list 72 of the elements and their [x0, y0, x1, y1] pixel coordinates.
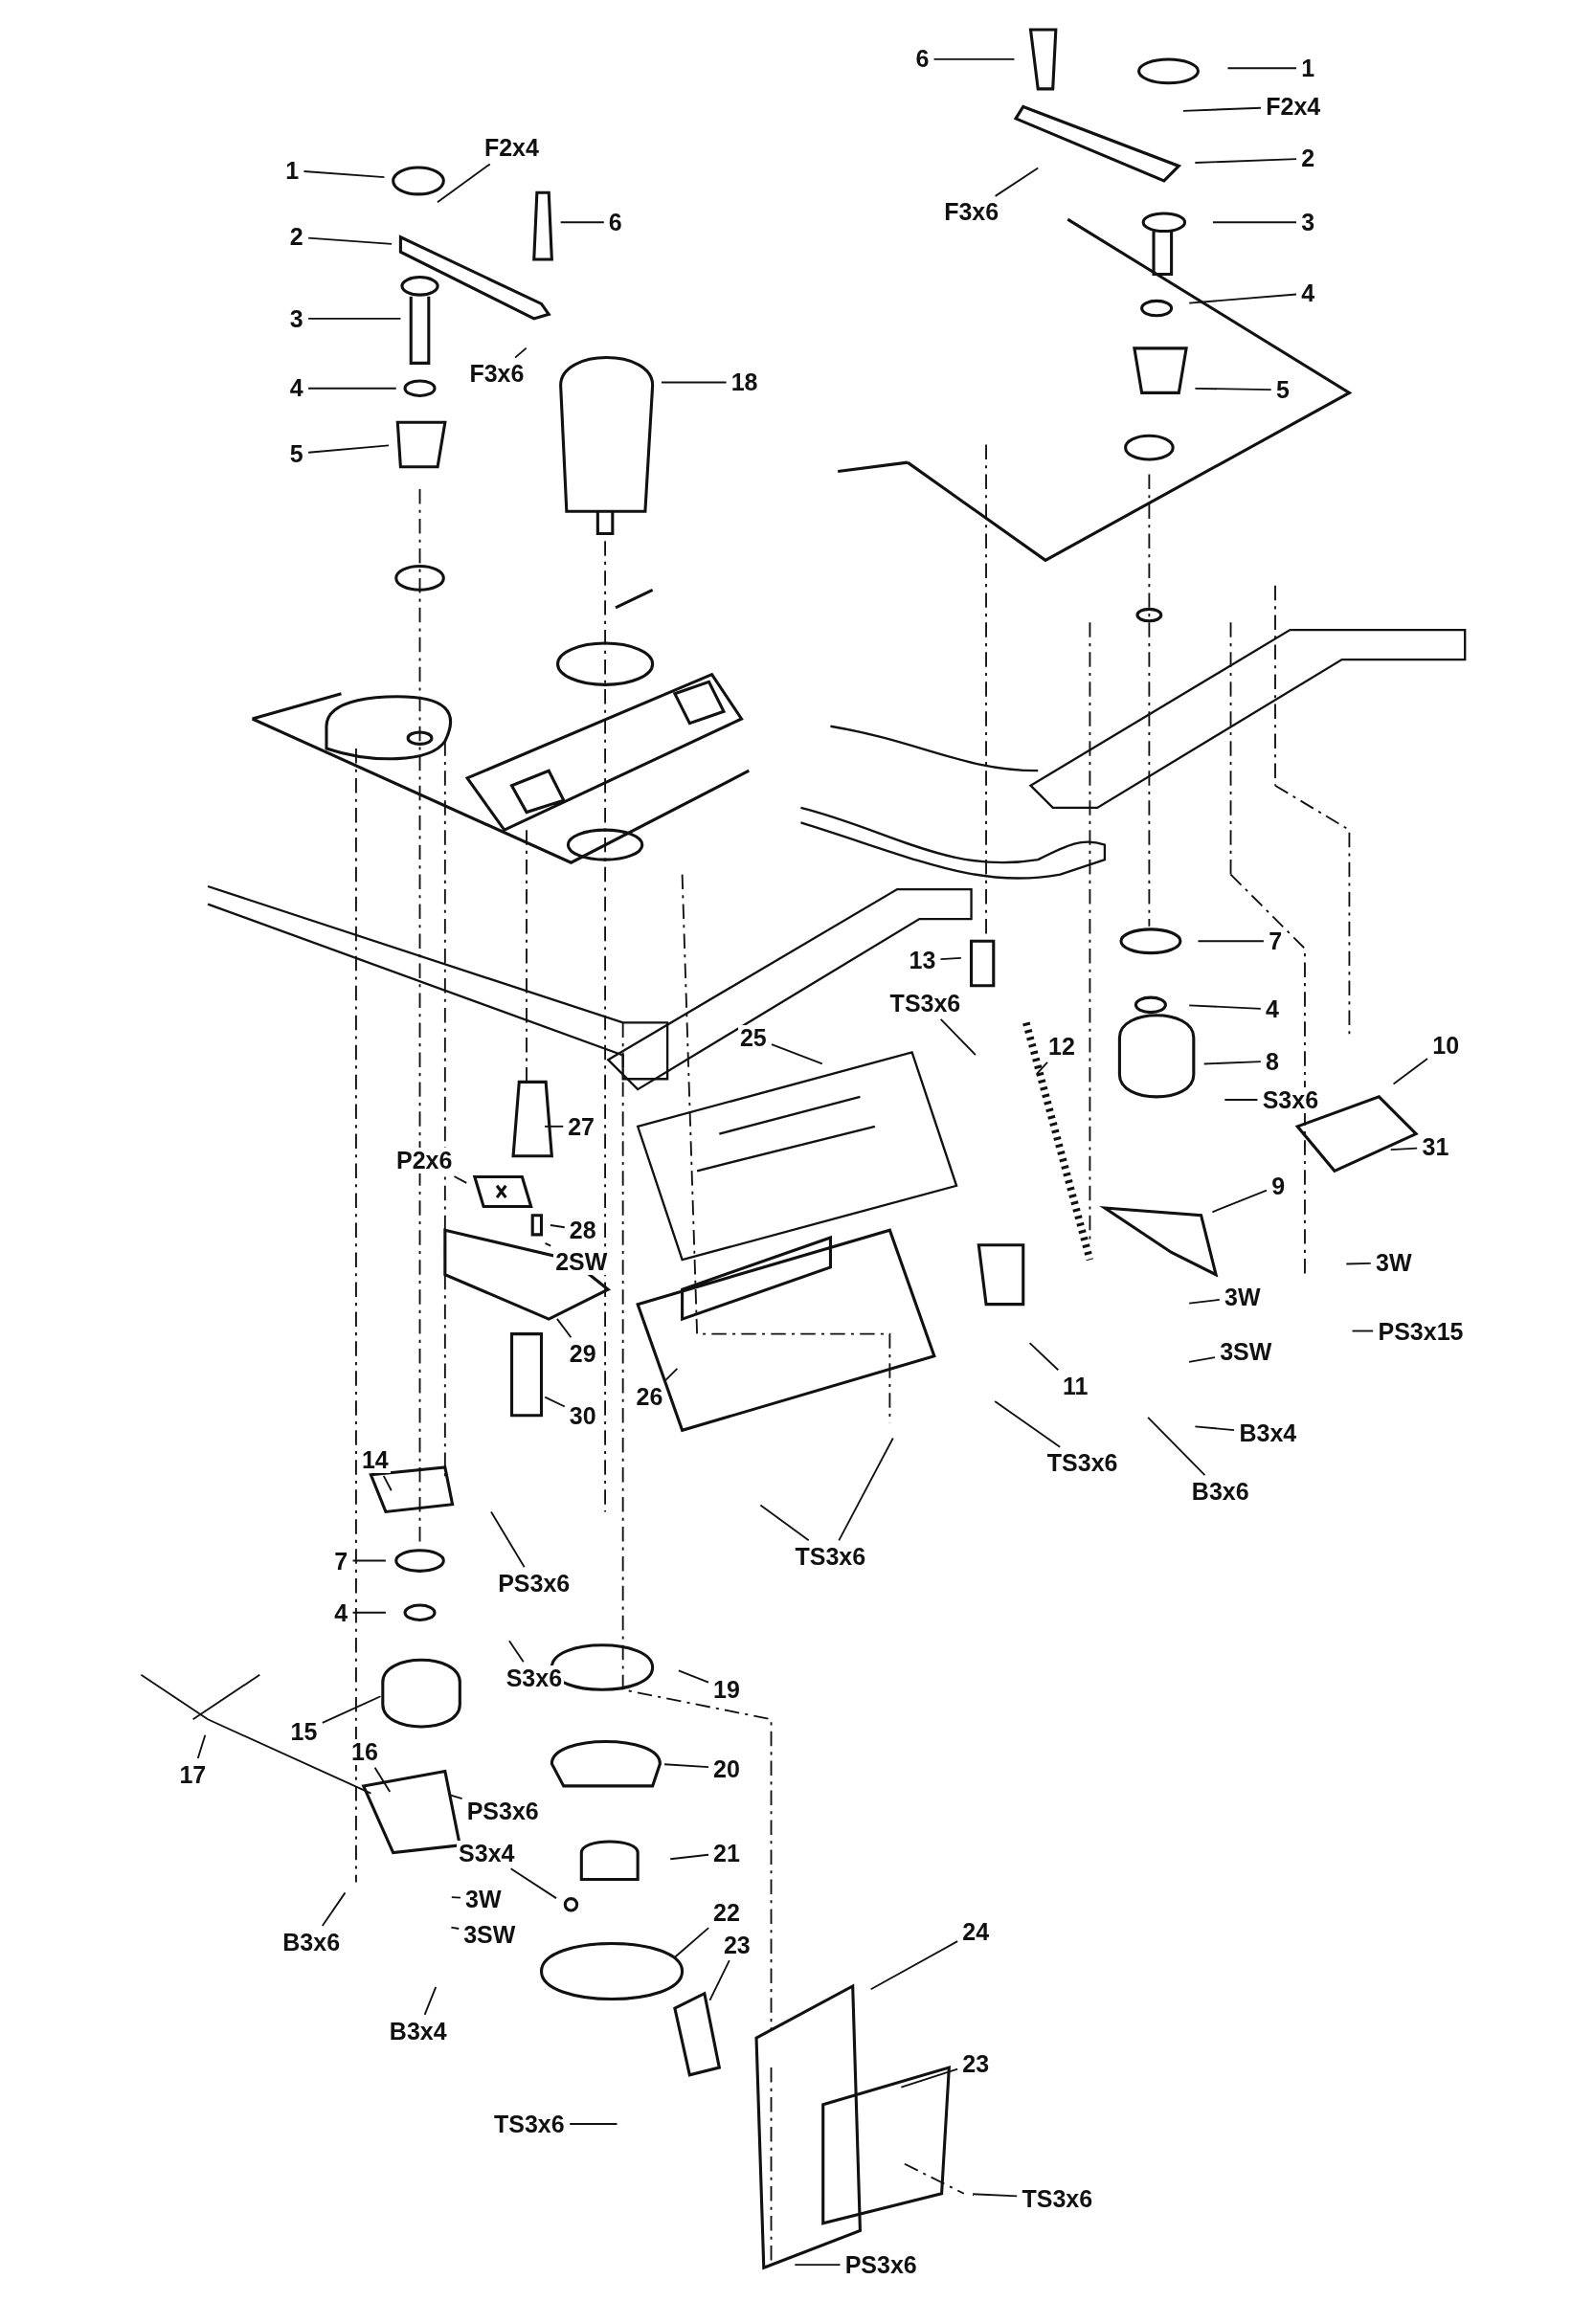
- leader-line: [838, 1437, 894, 1542]
- leader-line: [669, 1853, 709, 1861]
- leader-line: [450, 1926, 460, 1930]
- leader-line: [450, 1896, 461, 1899]
- leader-line: [677, 1669, 709, 1684]
- leader-line: [1188, 293, 1297, 304]
- leader-line: [382, 1474, 393, 1492]
- leader-line: [1389, 1147, 1419, 1151]
- leader-line: [1194, 1425, 1236, 1432]
- leader-line: [1392, 1058, 1428, 1085]
- leader-line: [663, 1763, 709, 1768]
- leader-line: [423, 1985, 438, 2016]
- callout-label: S3x6: [1260, 1086, 1321, 1113]
- leader-line: [437, 163, 491, 204]
- leader-line: [321, 1891, 347, 1927]
- leader-line: [509, 1867, 557, 1900]
- leader-line: [307, 444, 390, 454]
- leader-line: [869, 1940, 959, 1991]
- leader-line: [307, 318, 402, 320]
- leader-line: [1194, 158, 1297, 164]
- leader-line: [569, 2123, 618, 2125]
- leader-line: [900, 2067, 959, 2089]
- leader-line: [449, 1794, 463, 1799]
- leader-line: [939, 1017, 977, 1056]
- leader-line: [1194, 387, 1272, 391]
- leader-line: [1035, 1061, 1048, 1075]
- leader-line: [544, 1125, 565, 1128]
- leader-line: [664, 1367, 679, 1381]
- callout-label: 16: [349, 1739, 380, 1766]
- leader-line: [794, 2264, 842, 2266]
- leader-line: [351, 1611, 387, 1614]
- leader-line: [1211, 1189, 1268, 1214]
- leader-line: [932, 58, 1016, 60]
- leader-line: [556, 1317, 573, 1339]
- leader-line: [673, 1927, 710, 1959]
- leader-line: [373, 1766, 392, 1793]
- leader-line: [1224, 1099, 1259, 1101]
- leader-line: [1202, 1061, 1262, 1065]
- leader-line: [1182, 106, 1262, 112]
- leader-line: [939, 957, 962, 961]
- leader-line: [1188, 1356, 1216, 1363]
- leader-line: [1212, 221, 1297, 224]
- leader-line: [1188, 1004, 1262, 1010]
- leader-line: [550, 1224, 566, 1229]
- leader-line: [303, 170, 386, 179]
- leader-line: [351, 1559, 387, 1562]
- leader-line: [972, 2193, 1019, 2198]
- leader-line: [453, 1175, 468, 1184]
- leader-line: [1188, 1298, 1221, 1305]
- leader-line: [307, 387, 397, 390]
- leader-line: [544, 1396, 566, 1408]
- leader-line: [994, 167, 1040, 197]
- leader-line: [1226, 67, 1297, 70]
- leader-line: [708, 1959, 730, 2001]
- leader-line: [1345, 1263, 1372, 1265]
- callout-label: P2x6: [394, 1148, 455, 1174]
- leader-line: [994, 1400, 1062, 1448]
- leader-line: [559, 221, 605, 224]
- leader-line: [661, 381, 728, 384]
- leader-line: [544, 1241, 552, 1247]
- leader-line: [759, 1504, 810, 1542]
- leader-line: [1197, 940, 1265, 943]
- leader-line: [196, 1733, 207, 1759]
- leader-line: [1028, 1342, 1060, 1372]
- leader-line: [321, 1695, 382, 1724]
- leader-line: [1351, 1330, 1375, 1332]
- leader-line: [490, 1510, 526, 1569]
- leader-line: [307, 236, 393, 245]
- leader-line: [514, 346, 528, 359]
- leader-line: [1147, 1416, 1206, 1477]
- leader-line: [771, 1043, 823, 1065]
- leader-line: [507, 1640, 525, 1664]
